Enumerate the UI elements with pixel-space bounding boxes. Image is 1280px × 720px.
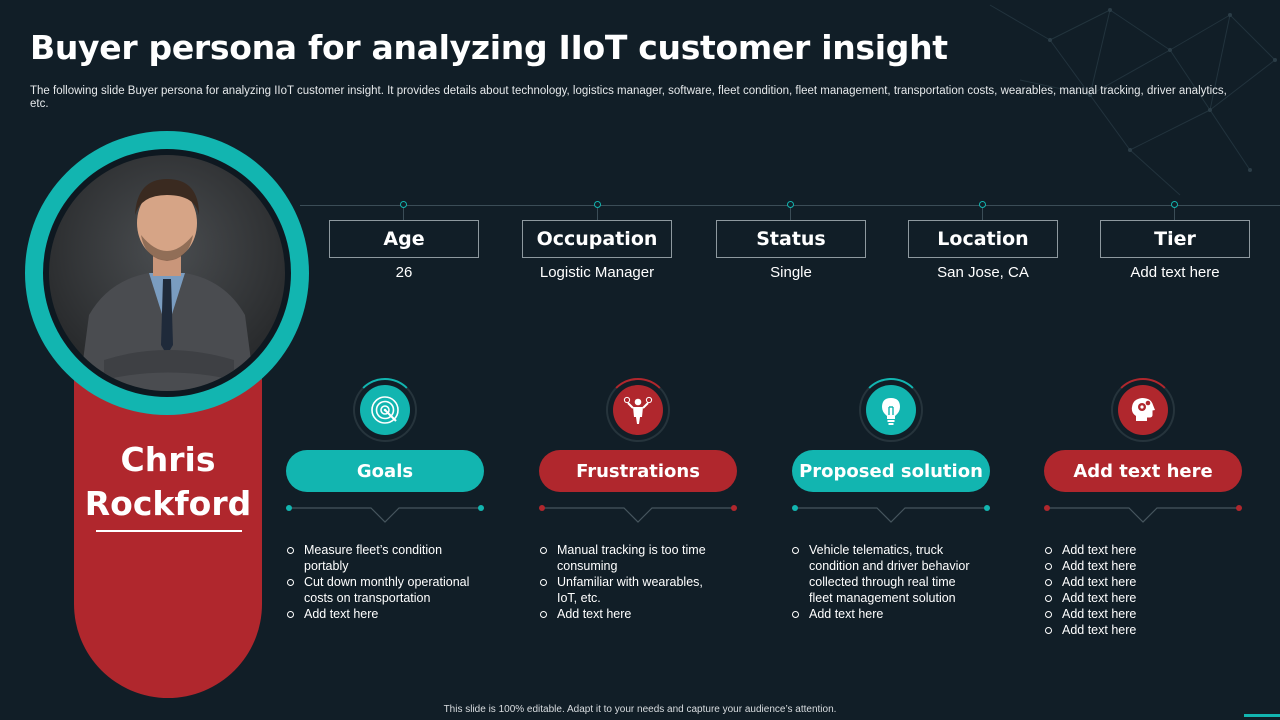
timeline-stem — [982, 208, 983, 220]
solution-callout-line — [792, 505, 990, 523]
frustrations-pill: Frustrations — [539, 450, 737, 492]
attribute-age-value: 26 — [395, 264, 413, 281]
custom-item: Add text here — [1044, 542, 1229, 558]
person-portrait-icon — [79, 179, 255, 391]
persona-name: Chris Rockford — [74, 438, 262, 526]
frustrations-list: Manual tracking is too time consuming Un… — [539, 542, 724, 622]
page-title: Buyer persona for analyzing IIoT custome… — [30, 28, 948, 67]
frustrations-item: Manual tracking is too time consuming — [539, 542, 724, 574]
custom-item: Add text here — [1044, 606, 1229, 622]
timeline-node — [979, 201, 986, 208]
timeline-node — [787, 201, 794, 208]
goals-callout-line — [286, 505, 484, 523]
custom-pill: Add text here — [1044, 450, 1242, 492]
goals-item: Measure fleet’s condition portably — [286, 542, 471, 574]
persona-photo — [43, 149, 291, 397]
timeline-stem — [790, 208, 791, 220]
attribute-location-value: San Jose, CA — [937, 264, 1029, 281]
timeline-node — [594, 201, 601, 208]
corner-accent-bar — [1244, 714, 1280, 717]
timeline-node — [400, 201, 407, 208]
attribute-location-label: Location — [908, 220, 1058, 258]
persona-first-name: Chris — [120, 440, 216, 479]
attribute-age-label: Age — [329, 220, 479, 258]
page-subtitle: The following slide Buyer persona for an… — [30, 85, 1227, 110]
network-pattern-decoration — [989, 4, 1277, 196]
frustrations-callout-line — [539, 505, 737, 523]
custom-icon-ring — [1111, 378, 1175, 442]
goals-item: Add text here — [286, 606, 471, 622]
timeline-node — [1171, 201, 1178, 208]
head-gears-icon — [1131, 398, 1155, 421]
solution-item: Add text here — [791, 606, 976, 622]
timeline-stem — [403, 208, 404, 220]
solution-icon-ring — [859, 378, 923, 442]
custom-callout-line — [1044, 505, 1242, 523]
custom-item: Add text here — [1044, 622, 1229, 638]
solution-list: Vehicle telematics, truck condition and … — [791, 542, 976, 622]
footer-note: This slide is 100% editable. Adapt it to… — [443, 704, 837, 715]
attribute-tier-value: Add text here — [1130, 264, 1220, 281]
goals-pill: Goals — [286, 450, 484, 492]
attribute-occupation-label: Occupation — [522, 220, 672, 258]
attribute-status-label: Status — [716, 220, 866, 258]
timeline-stem — [597, 208, 598, 220]
solution-pill: Proposed solution — [792, 450, 990, 492]
solution-item: Vehicle telematics, truck condition and … — [791, 542, 976, 606]
frustrated-person-icon — [623, 396, 653, 424]
goals-icon-ring — [353, 378, 417, 442]
persona-name-underline — [96, 530, 242, 532]
custom-list: Add text here Add text here Add text her… — [1044, 542, 1229, 638]
attribute-tier-label: Tier — [1100, 220, 1250, 258]
goals-item: Cut down monthly operational costs on tr… — [286, 574, 471, 606]
frustrations-item: Unfamiliar with wearables, IoT, etc. — [539, 574, 724, 606]
goals-list: Measure fleet’s condition portably Cut d… — [286, 542, 471, 622]
persona-last-name: Rockford — [84, 484, 252, 523]
timeline-stem — [1174, 208, 1175, 220]
attribute-occupation-value: Logistic Manager — [539, 264, 655, 281]
custom-item: Add text here — [1044, 558, 1229, 574]
frustrations-icon-ring — [606, 378, 670, 442]
custom-item: Add text here — [1044, 590, 1229, 606]
lightbulb-icon — [882, 398, 900, 425]
target-icon — [371, 396, 399, 424]
frustrations-item: Add text here — [539, 606, 724, 622]
attribute-status-value: Single — [770, 264, 812, 281]
custom-item: Add text here — [1044, 574, 1229, 590]
